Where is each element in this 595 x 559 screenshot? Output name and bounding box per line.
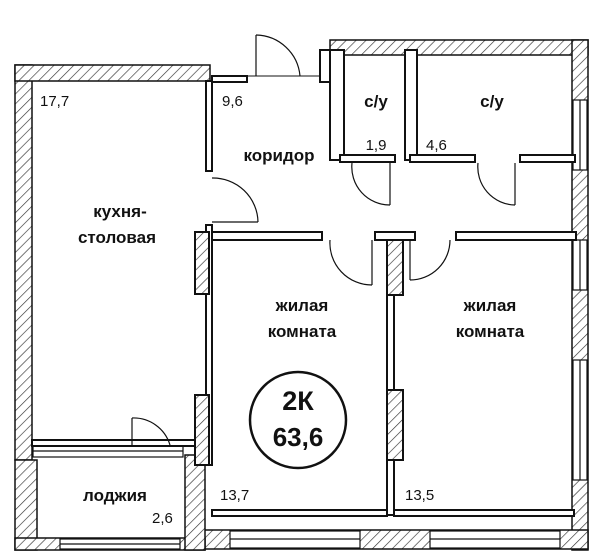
bath2-door-icon — [477, 162, 516, 206]
doors — [131, 34, 516, 446]
corridor-area: 9,6 — [222, 93, 243, 110]
windows — [32, 99, 588, 550]
bedroom2-name-line2: комната — [456, 322, 525, 341]
interior-walls — [31, 49, 577, 517]
apartment-type: 2К — [282, 386, 314, 416]
apartment-total-area: 63,6 — [273, 422, 324, 452]
loggia-name: лоджия — [83, 486, 147, 505]
kitchen-name-line1: кухня- — [93, 202, 146, 221]
loggia-door-icon — [131, 417, 171, 446]
bedroom1-door-icon — [329, 239, 373, 286]
loggia-area: 2,6 — [152, 510, 173, 527]
bedroom1-area: 13,7 — [220, 487, 249, 504]
bedroom2-area: 13,5 — [405, 487, 434, 504]
bath1-door-icon — [351, 162, 391, 206]
bedroom2-name-line1: жилая — [463, 296, 517, 315]
bath1-area: 1,9 — [366, 137, 387, 154]
corridor-name: коридор — [243, 146, 314, 165]
bath2-name: с/у — [480, 92, 504, 111]
room-labels: 17,7 кухня- столовая 9,6 коридор с/у 1,9… — [40, 92, 525, 527]
bath1-name: с/у — [364, 92, 388, 111]
kitchen-area: 17,7 — [40, 93, 69, 110]
bedroom1-name-line1: жилая — [275, 296, 329, 315]
bedroom1-name-line2: комната — [268, 322, 337, 341]
apartment-badge: 2К 63,6 — [248, 370, 348, 470]
entrance-door-icon — [247, 34, 320, 77]
exterior-walls — [14, 39, 589, 551]
kitchen-door-icon — [211, 177, 259, 223]
kitchen-name-line2: столовая — [78, 228, 156, 247]
bedroom2-door-icon — [409, 239, 451, 281]
bath2-area: 4,6 — [426, 137, 447, 154]
